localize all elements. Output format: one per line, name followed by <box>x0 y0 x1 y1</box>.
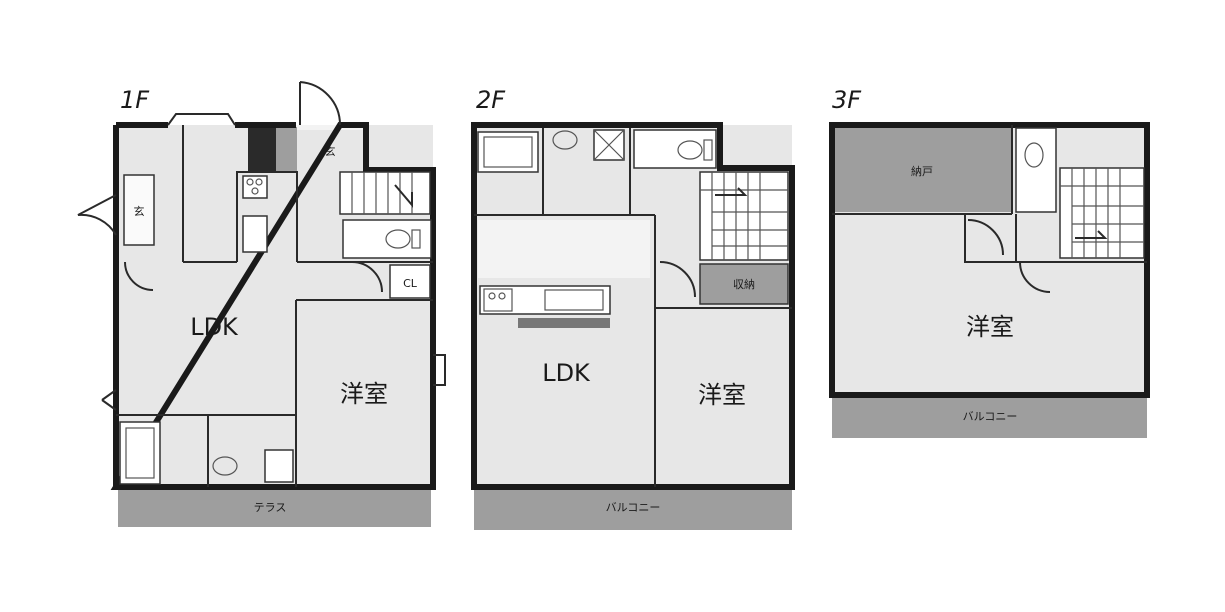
floor-label-1f: 1F <box>120 86 150 114</box>
stairs-3f <box>1059 167 1145 259</box>
terrace-label: テラス <box>254 501 287 514</box>
bay-window-1f <box>167 113 236 126</box>
toilet-3f <box>1024 142 1044 168</box>
entrance-left-box <box>123 174 155 246</box>
closet-1f <box>389 264 431 299</box>
western-label-2f: 洋室 <box>698 381 746 409</box>
balcony-2f <box>474 487 792 530</box>
storage-label: 収納 <box>733 278 755 291</box>
washer-1f <box>264 449 294 483</box>
stairs-1f <box>339 171 431 215</box>
stove-2f <box>483 288 513 312</box>
bathtub-1f <box>119 421 161 485</box>
floor-1f: 1F テラス 玄 玄 <box>77 81 446 527</box>
storeroom-label: 納戸 <box>911 165 933 178</box>
kitchen-bar-2f <box>518 318 610 328</box>
ldk-label-1f: LDK <box>190 313 239 341</box>
toilet-room-3f <box>1015 127 1057 213</box>
bathtub-2f <box>477 131 539 173</box>
sink-1f <box>242 215 268 253</box>
floor-label-2f: 2F <box>476 86 506 114</box>
wash-basin-2f <box>552 130 578 150</box>
floor-2f: 2F バルコニー 収納 <box>471 86 795 530</box>
toilet-2f <box>677 140 703 160</box>
western-label-3f: 洋室 <box>966 313 1014 341</box>
stairs-2f <box>699 171 789 261</box>
western-label-1f: 洋室 <box>340 380 388 408</box>
toilet-1f <box>385 229 411 249</box>
storage-2f <box>699 263 789 305</box>
balcony-label-3f: バルコニー <box>963 410 1018 423</box>
entrance-door-top <box>299 81 342 126</box>
outer-wall-2f <box>471 122 795 490</box>
terrace <box>118 487 431 527</box>
toilet-room-1f <box>342 219 432 259</box>
entrance-top-label: 玄 <box>325 144 336 158</box>
entrance-left-label: 玄 <box>134 204 145 218</box>
floor-label-3f: 3F <box>832 86 862 114</box>
sink-2f <box>544 289 604 311</box>
balcony-3f <box>832 395 1147 438</box>
ldk-label-2f: LDK <box>542 359 591 387</box>
floor-3f: 3F バルコニー 納戸 洋室 <box>829 86 1150 438</box>
closet-label: CL <box>403 277 418 290</box>
entrance-door-left <box>77 194 117 236</box>
outer-wall-3f <box>829 122 1150 398</box>
balcony-label-2f: バルコニー <box>606 501 661 514</box>
storeroom-3f <box>835 128 1011 212</box>
stove-1f <box>242 175 268 199</box>
wash-basin-1f <box>212 456 238 476</box>
